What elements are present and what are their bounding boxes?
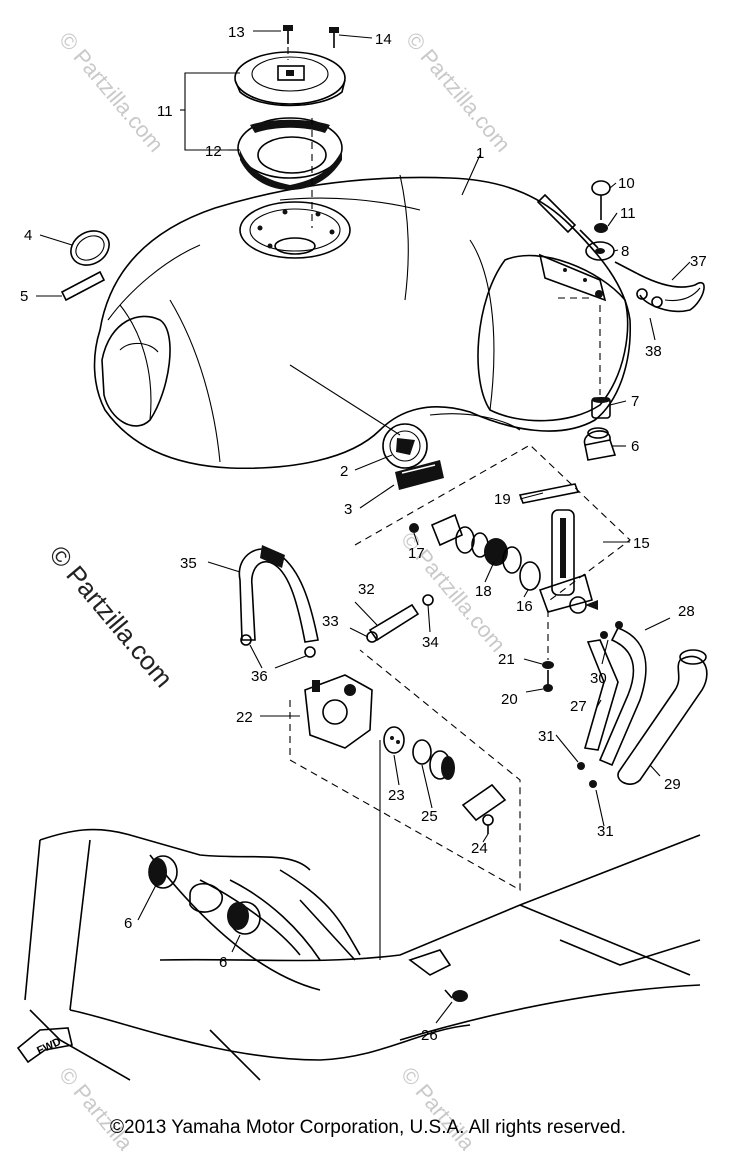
bolt-21-22 bbox=[542, 661, 554, 692]
watermark-left-vertical: © Partzilla.com bbox=[43, 540, 179, 693]
fuel-pump-23 bbox=[304, 674, 373, 749]
filler-cap-assembly bbox=[234, 51, 346, 107]
callout-37: 37 bbox=[690, 253, 707, 270]
stay-rod bbox=[536, 193, 599, 249]
callout-16: 15 bbox=[633, 535, 650, 552]
callout-7: 6 bbox=[631, 438, 639, 455]
callout-14: 13 bbox=[228, 24, 245, 41]
bolt-10 bbox=[591, 180, 611, 220]
motorcycle-frame bbox=[24, 828, 701, 1081]
clip-38 bbox=[651, 296, 663, 308]
screw-25 bbox=[482, 814, 494, 834]
tank-emblem-2 bbox=[382, 423, 428, 469]
callout-34: 34 bbox=[422, 634, 439, 651]
grommet-ring-4 bbox=[70, 230, 110, 266]
callout-29: 28 bbox=[678, 603, 695, 620]
yamaha-label-3 bbox=[395, 460, 444, 490]
cock-lever-parts bbox=[430, 513, 541, 591]
fuel-tank bbox=[93, 174, 631, 470]
callout-1: 1 bbox=[476, 145, 484, 162]
callout-12: 11 bbox=[157, 103, 173, 120]
filler-neck-opening bbox=[239, 201, 351, 259]
callout-26: 25 bbox=[421, 808, 438, 825]
clips-31 bbox=[577, 621, 623, 788]
breather-hose-35 bbox=[238, 545, 319, 643]
callout-3: 3 bbox=[344, 501, 352, 518]
callout-2: 2 bbox=[340, 463, 348, 480]
callout-6-c: 6 bbox=[219, 954, 227, 971]
grommet-6a bbox=[148, 855, 178, 889]
callout-15: 14 bbox=[375, 31, 392, 48]
callout-35: 35 bbox=[180, 555, 197, 572]
fuel-cock-body bbox=[538, 509, 598, 614]
damper-7 bbox=[583, 427, 617, 461]
callout-27: 26 bbox=[421, 1027, 438, 1044]
callout-28: 27 bbox=[570, 698, 587, 715]
callout-36: 36 bbox=[251, 668, 268, 685]
callout-11b: 11 bbox=[620, 205, 636, 222]
clip-34 bbox=[422, 594, 434, 606]
strainer-20 bbox=[518, 483, 580, 504]
vent-hose-32 bbox=[368, 603, 420, 642]
collar-8 bbox=[591, 397, 611, 419]
callout-19: 18 bbox=[475, 583, 492, 600]
strap-37 bbox=[614, 261, 705, 313]
callout-31-a: 30 bbox=[590, 670, 607, 687]
bolt-27 bbox=[444, 989, 468, 1002]
leader-lines bbox=[36, 30, 691, 1024]
copyright-notice: ©2013 Yamaha Motor Corporation, U.S.A. A… bbox=[110, 1117, 626, 1138]
cap-mounting-ring bbox=[237, 117, 343, 190]
collar-11 bbox=[594, 223, 608, 233]
diaphragm-24 bbox=[383, 726, 405, 754]
callout-24: 23 bbox=[388, 787, 405, 804]
callout-30: 29 bbox=[664, 776, 681, 793]
callout-8: 7 bbox=[631, 393, 639, 410]
watermark-top-left: © Partzilla.com bbox=[54, 27, 168, 157]
callout-9: 8 bbox=[621, 243, 629, 260]
pump-part-26b bbox=[429, 750, 455, 780]
screw-15 bbox=[329, 27, 339, 48]
callout-20: 19 bbox=[494, 491, 511, 508]
callout-4: 4 bbox=[24, 227, 32, 244]
callout-25: 24 bbox=[471, 840, 488, 857]
watermark-top-right: © Partzilla.com bbox=[401, 27, 515, 157]
fuel-pump-box bbox=[289, 649, 521, 891]
damper-strip-5 bbox=[60, 270, 106, 302]
callout-5: 5 bbox=[20, 288, 28, 305]
bolt-14 bbox=[283, 25, 293, 44]
rear-bracket bbox=[538, 253, 607, 302]
callout-38: 38 bbox=[645, 343, 662, 360]
callout-23: 22 bbox=[236, 709, 253, 726]
grommet-6b bbox=[227, 901, 261, 935]
o-ring-26 bbox=[412, 739, 432, 765]
callout-labels: 13 14 11 12 1 4 5 10 11 11 8 37 38 7 6 2… bbox=[20, 24, 707, 1044]
callout-13: 12 bbox=[205, 143, 222, 160]
screw-18 bbox=[409, 523, 419, 533]
callout-18: 17 bbox=[408, 545, 425, 562]
fuel-cock-box bbox=[354, 444, 631, 601]
front-arrow-marker: FWD bbox=[16, 1027, 73, 1064]
callout-22: 21 bbox=[498, 651, 515, 668]
callout-10: 10 bbox=[618, 175, 635, 192]
callout-21: 20 bbox=[501, 691, 518, 708]
callout-31-c: 31 bbox=[597, 823, 614, 840]
callout-31-b: 31 bbox=[538, 728, 555, 745]
clips-36 bbox=[240, 634, 316, 658]
callout-17: 16 bbox=[516, 598, 533, 615]
callout-32: 32 bbox=[358, 581, 375, 598]
watermark-layer: © Partzilla.com © Partzilla.com © Partzi… bbox=[43, 27, 515, 1151]
front-marker-label: FWD bbox=[35, 1036, 63, 1057]
hose-28 bbox=[583, 639, 619, 751]
pump-cover bbox=[461, 783, 507, 822]
callout-33: 33 bbox=[322, 613, 339, 630]
hose-29 bbox=[598, 626, 647, 767]
hose-30 bbox=[617, 649, 708, 785]
callout-6-a: 6 bbox=[124, 915, 132, 932]
